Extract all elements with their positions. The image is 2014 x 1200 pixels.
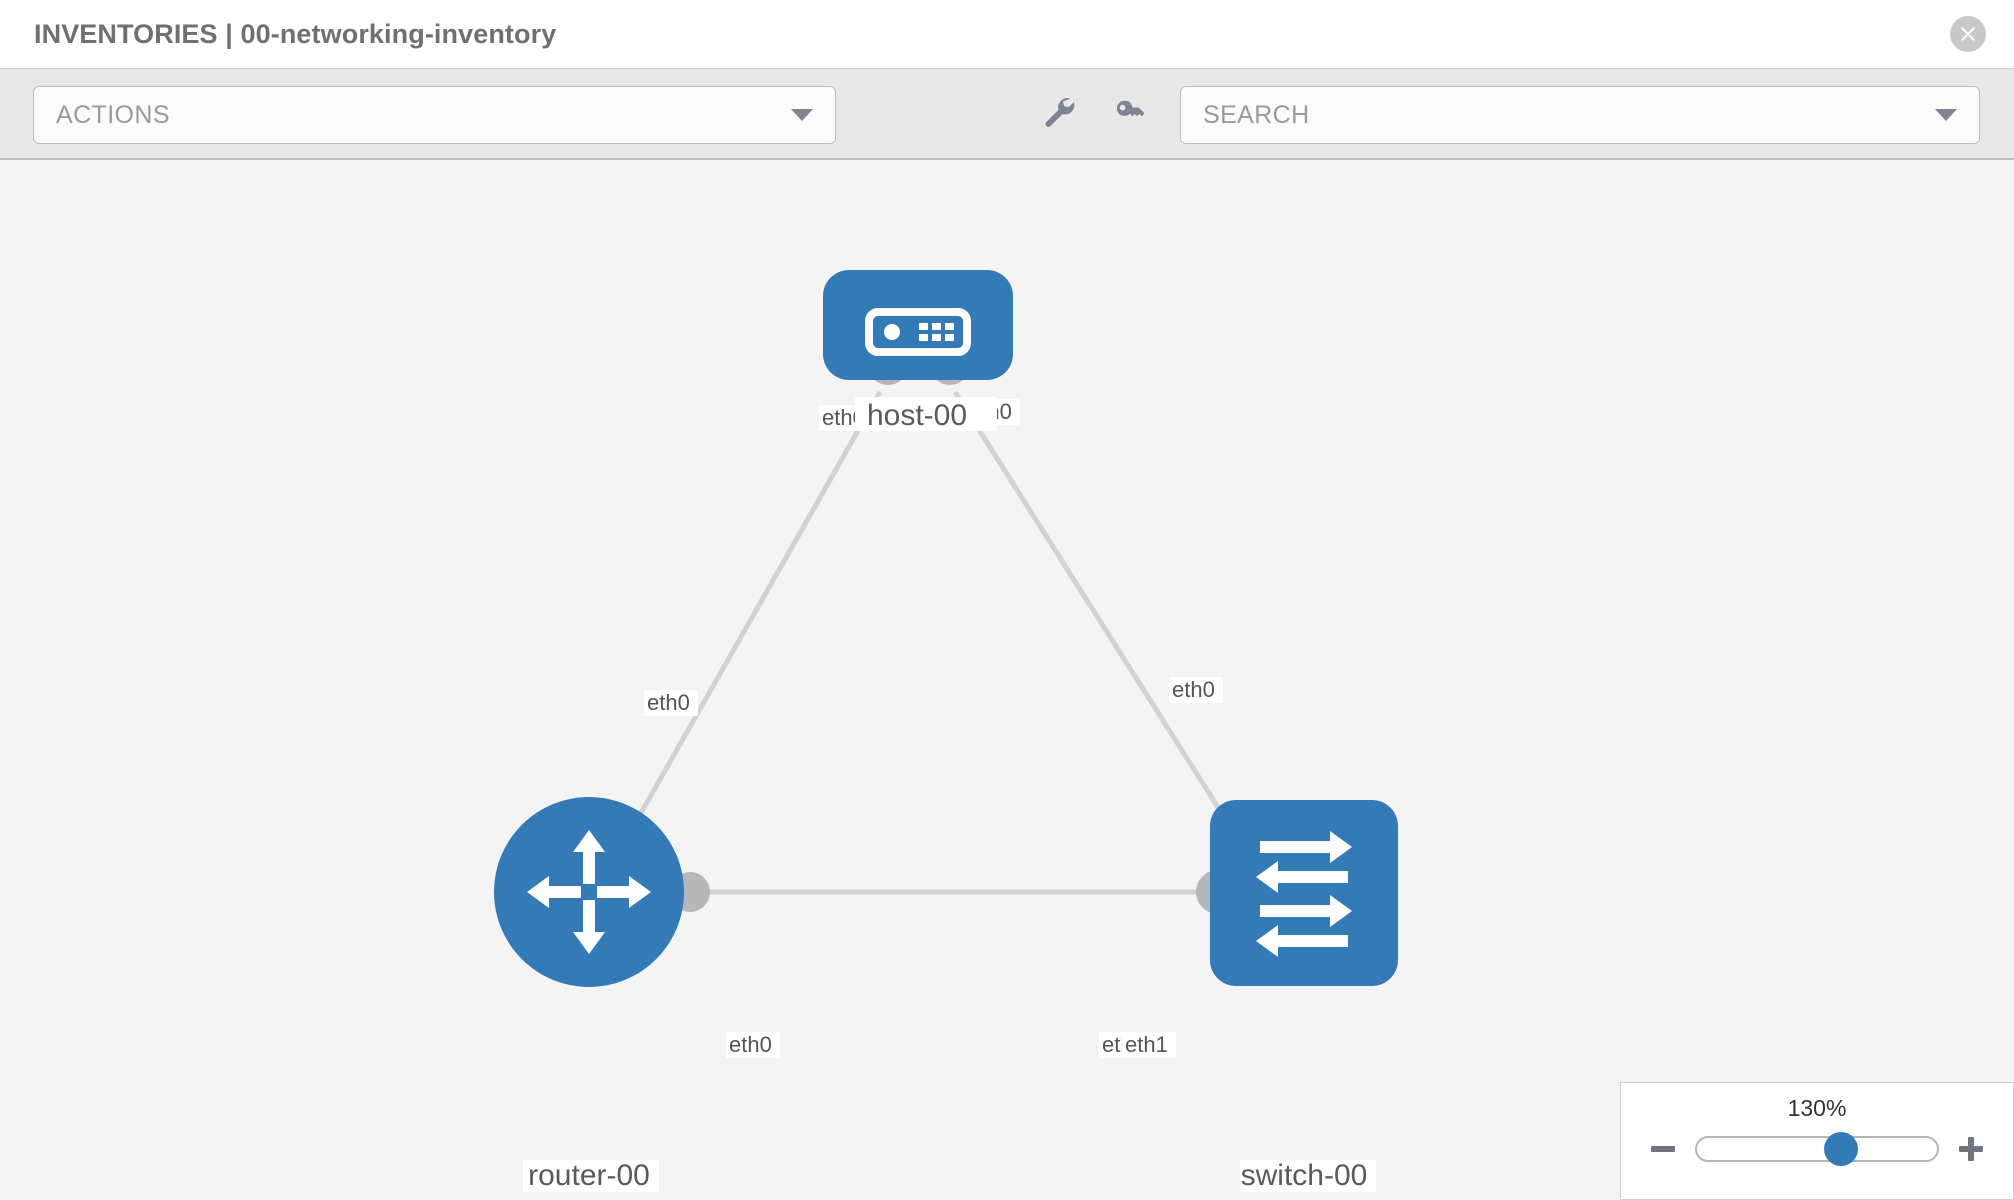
actions-dropdown-label: ACTIONS (56, 100, 170, 129)
key-icon[interactable] (1111, 92, 1149, 135)
zoom-slider-thumb[interactable] (1824, 1132, 1858, 1166)
search-input[interactable]: SEARCH (1180, 86, 1980, 144)
chevron-down-icon[interactable] (1935, 109, 1957, 121)
chevron-down-icon (791, 109, 813, 121)
svg-text:eth1: eth1 (1125, 1032, 1168, 1057)
edge-host-router[interactable] (617, 390, 883, 852)
edge-host-switch[interactable] (952, 390, 1248, 852)
server-icon (865, 308, 971, 356)
page-title: INVENTORIES | 00-networking-inventory (34, 18, 557, 49)
zoom-level-value: 130% (1787, 1095, 1847, 1121)
svg-text:eth0: eth0 (647, 690, 690, 715)
search-placeholder: SEARCH (1203, 100, 1310, 129)
router-arrows-icon (527, 830, 651, 954)
node-label-switch-00: switch-00 (1240, 1159, 1376, 1192)
zoom-control-panel: 130% (1620, 1082, 2014, 1200)
svg-text:switch-00: switch-00 (1241, 1159, 1368, 1192)
node-switch-00[interactable] (1210, 800, 1398, 986)
minus-icon[interactable] (1649, 1135, 1677, 1163)
edge-label-router-switch-far: eth1 (1122, 1032, 1176, 1058)
edge-label-router-switch-near: eth0 (726, 1032, 780, 1058)
node-router-00[interactable] (494, 797, 684, 987)
svg-text:eth0: eth0 (1172, 677, 1215, 702)
close-icon[interactable] (1950, 16, 1986, 52)
edge-label-host-switch-far: eth0 (1169, 677, 1223, 703)
wrench-icon[interactable] (1040, 92, 1078, 135)
node-host-00[interactable] (823, 270, 1013, 380)
zoom-slider-row (1621, 1132, 2013, 1166)
toolbar: ACTIONS SEARCH (0, 68, 2014, 160)
page-header: INVENTORIES | 00-networking-inventory (0, 0, 2014, 68)
plus-icon[interactable] (1957, 1135, 1985, 1163)
toolbar-icon-group (1040, 92, 1149, 135)
actions-dropdown[interactable]: ACTIONS (33, 86, 836, 144)
svg-text:eth0: eth0 (729, 1032, 772, 1057)
node-label-host-00: host-00 (855, 397, 997, 432)
edge-label-host-router-far: eth0 (644, 690, 698, 716)
zoom-slider[interactable] (1695, 1132, 1939, 1166)
svg-text:host-00: host-00 (867, 399, 967, 432)
svg-text:router-00: router-00 (528, 1159, 650, 1192)
topology-graph: eth0 eth0 eth0 eth0 eth0 (494, 270, 1398, 1192)
topology-canvas[interactable]: eth0 eth0 eth0 eth0 eth0 (0, 160, 2014, 1200)
node-label-router-00: router-00 (523, 1159, 659, 1192)
switch-arrows-icon (1256, 831, 1352, 957)
